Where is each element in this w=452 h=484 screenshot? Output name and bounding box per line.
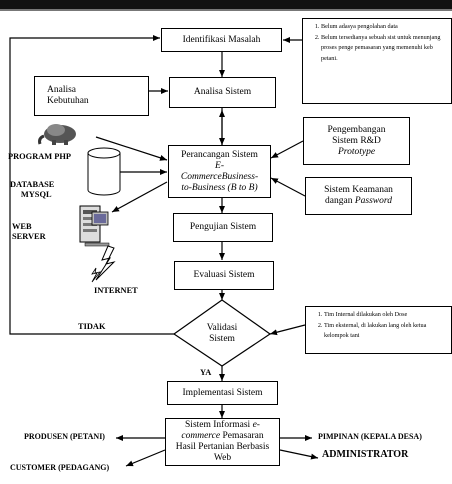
internet-label: INTERNET <box>94 286 138 295</box>
validasi-diamond <box>172 299 272 367</box>
produsen-label: PRODUSEN (PETANI) <box>24 432 105 441</box>
analisa-kebutuhan-line2: Kebutuhan <box>47 96 89 106</box>
informasi-line1: Sistem Informasi e- <box>185 420 260 431</box>
pengujian-sistem-box: Pengujian Sistem <box>173 213 273 242</box>
informasi-line2: commerce Pemasaran <box>181 431 263 442</box>
analisa-sistem-text: Analisa Sistem <box>193 87 252 97</box>
administrator-label: ADMINISTRATOR <box>322 449 409 460</box>
validasi-text: Validasi Sistem <box>192 323 252 345</box>
validasi-line2: Sistem <box>209 334 235 344</box>
keamanan-dangan: dangan <box>325 196 355 206</box>
arrow-to-customer <box>125 449 166 467</box>
database-label: DATABASE MYSQL <box>10 180 54 200</box>
ya-label: YA <box>200 368 212 377</box>
validation-note-item-2: Tim eksternal, di lakukan lang oleh ketu… <box>324 321 447 342</box>
analisa-kebutuhan-box: Analisa Kebutuhan <box>34 76 149 116</box>
customer-label: CUSTOMER (PEDAGANG) <box>10 463 110 472</box>
informasi-sistem-informasi: Sistem Informasi <box>185 420 253 430</box>
implementasi-sistem-box: Implementasi Sistem <box>167 381 278 405</box>
top-note-item-2: Belum tersedianya sebuah sist untuk menu… <box>321 33 447 65</box>
analisa-kebutuhan-line1: Analisa <box>47 85 77 95</box>
database-line1: DATABASE <box>10 180 55 189</box>
validation-note-list: Tim Internal dilakukan oleh Dose Tim eks… <box>312 310 447 342</box>
perancangan-line2: E- <box>215 160 224 171</box>
web-server-line1: WEB <box>12 222 32 231</box>
arrow-tidak-loop <box>9 35 178 335</box>
pengembangan-line3: Prototype <box>337 146 376 157</box>
evaluasi-sistem-box: Evaluasi Sistem <box>174 261 274 290</box>
web-server-label: WEB SERVER <box>12 222 46 242</box>
informasi-pemasaran: Pemasaran <box>220 431 264 441</box>
keamanan-box: Sistem Keamanan dangan Password <box>305 177 412 215</box>
perancangan-line3: CommerceBusiness- <box>180 171 259 182</box>
pimpinan-label: PIMPINAN (KEPALA DESA) <box>318 432 422 441</box>
pengujian-sistem-text: Pengujian Sistem <box>189 222 257 232</box>
arrow-keamanan-to-perancangan <box>270 177 306 197</box>
perancangan-line1: Perancangan Sistem <box>181 149 258 160</box>
identifikasi-masalah-box: Identifikasi Masalah <box>161 28 282 52</box>
validation-note-box: Tim Internal dilakukan oleh Dose Tim eks… <box>305 306 452 354</box>
top-black-bar <box>0 0 452 9</box>
keamanan-line1: Sistem Keamanan <box>324 185 393 195</box>
sistem-informasi-box: Sistem Informasi e- commerce Pemasaran H… <box>165 418 280 466</box>
top-note-item-1: Belum adasya pengolahan data <box>321 22 447 33</box>
validation-note-item-1: Tim Internal dilakukan oleh Dose <box>324 310 447 321</box>
keamanan-password: Password <box>354 196 392 206</box>
identifikasi-masalah-text: Identifikasi Masalah <box>182 34 261 45</box>
arrow-php-to-perancangan <box>95 136 168 161</box>
database-cylinder-icon <box>87 147 121 196</box>
internet-lightning-icon <box>91 245 116 283</box>
program-php-label: PROGRAM PHP <box>8 152 72 161</box>
keamanan-line2: dangan Password <box>325 196 392 207</box>
perancangan-line4: to-Business (B to B) <box>181 182 258 193</box>
pengembangan-line2: Sistem R&D <box>332 135 381 146</box>
arrow-pengembangan-to-perancangan <box>270 140 304 159</box>
analisa-sistem-box: Analisa Sistem <box>169 77 276 108</box>
database-line2: MYSQL <box>20 190 52 199</box>
pengembangan-line1: Pengembangan <box>327 124 386 135</box>
top-gray-line <box>0 9 452 11</box>
informasi-e: e- <box>252 420 260 430</box>
arrow-perancangan-to-webserver <box>111 181 168 213</box>
validasi-line1: Validasi <box>206 323 238 333</box>
informasi-line4: Web <box>213 453 232 463</box>
php-elephant-icon <box>38 124 76 145</box>
web-server-line2: SERVER <box>12 232 46 241</box>
informasi-line3: Hasil Pertanian Berbasis <box>175 442 270 452</box>
arrow-note-to-validasi <box>269 324 306 336</box>
top-note-list: Belum adasya pengolahan data Belum terse… <box>309 22 447 64</box>
informasi-commerce: commerce <box>181 431 221 441</box>
evaluasi-sistem-text: Evaluasi Sistem <box>193 270 255 280</box>
pengembangan-box: Pengembangan Sistem R&D Prototype <box>303 117 410 165</box>
perancangan-sistem-box: Perancangan Sistem E- CommerceBusiness- … <box>168 145 271 198</box>
tidak-label: TIDAK <box>78 322 106 331</box>
web-server-icon <box>79 205 110 247</box>
top-note-box: Belum adasya pengolahan data Belum terse… <box>302 18 452 104</box>
arrow-to-administrator <box>279 449 319 460</box>
implementasi-sistem-text: Implementasi Sistem <box>182 387 263 398</box>
